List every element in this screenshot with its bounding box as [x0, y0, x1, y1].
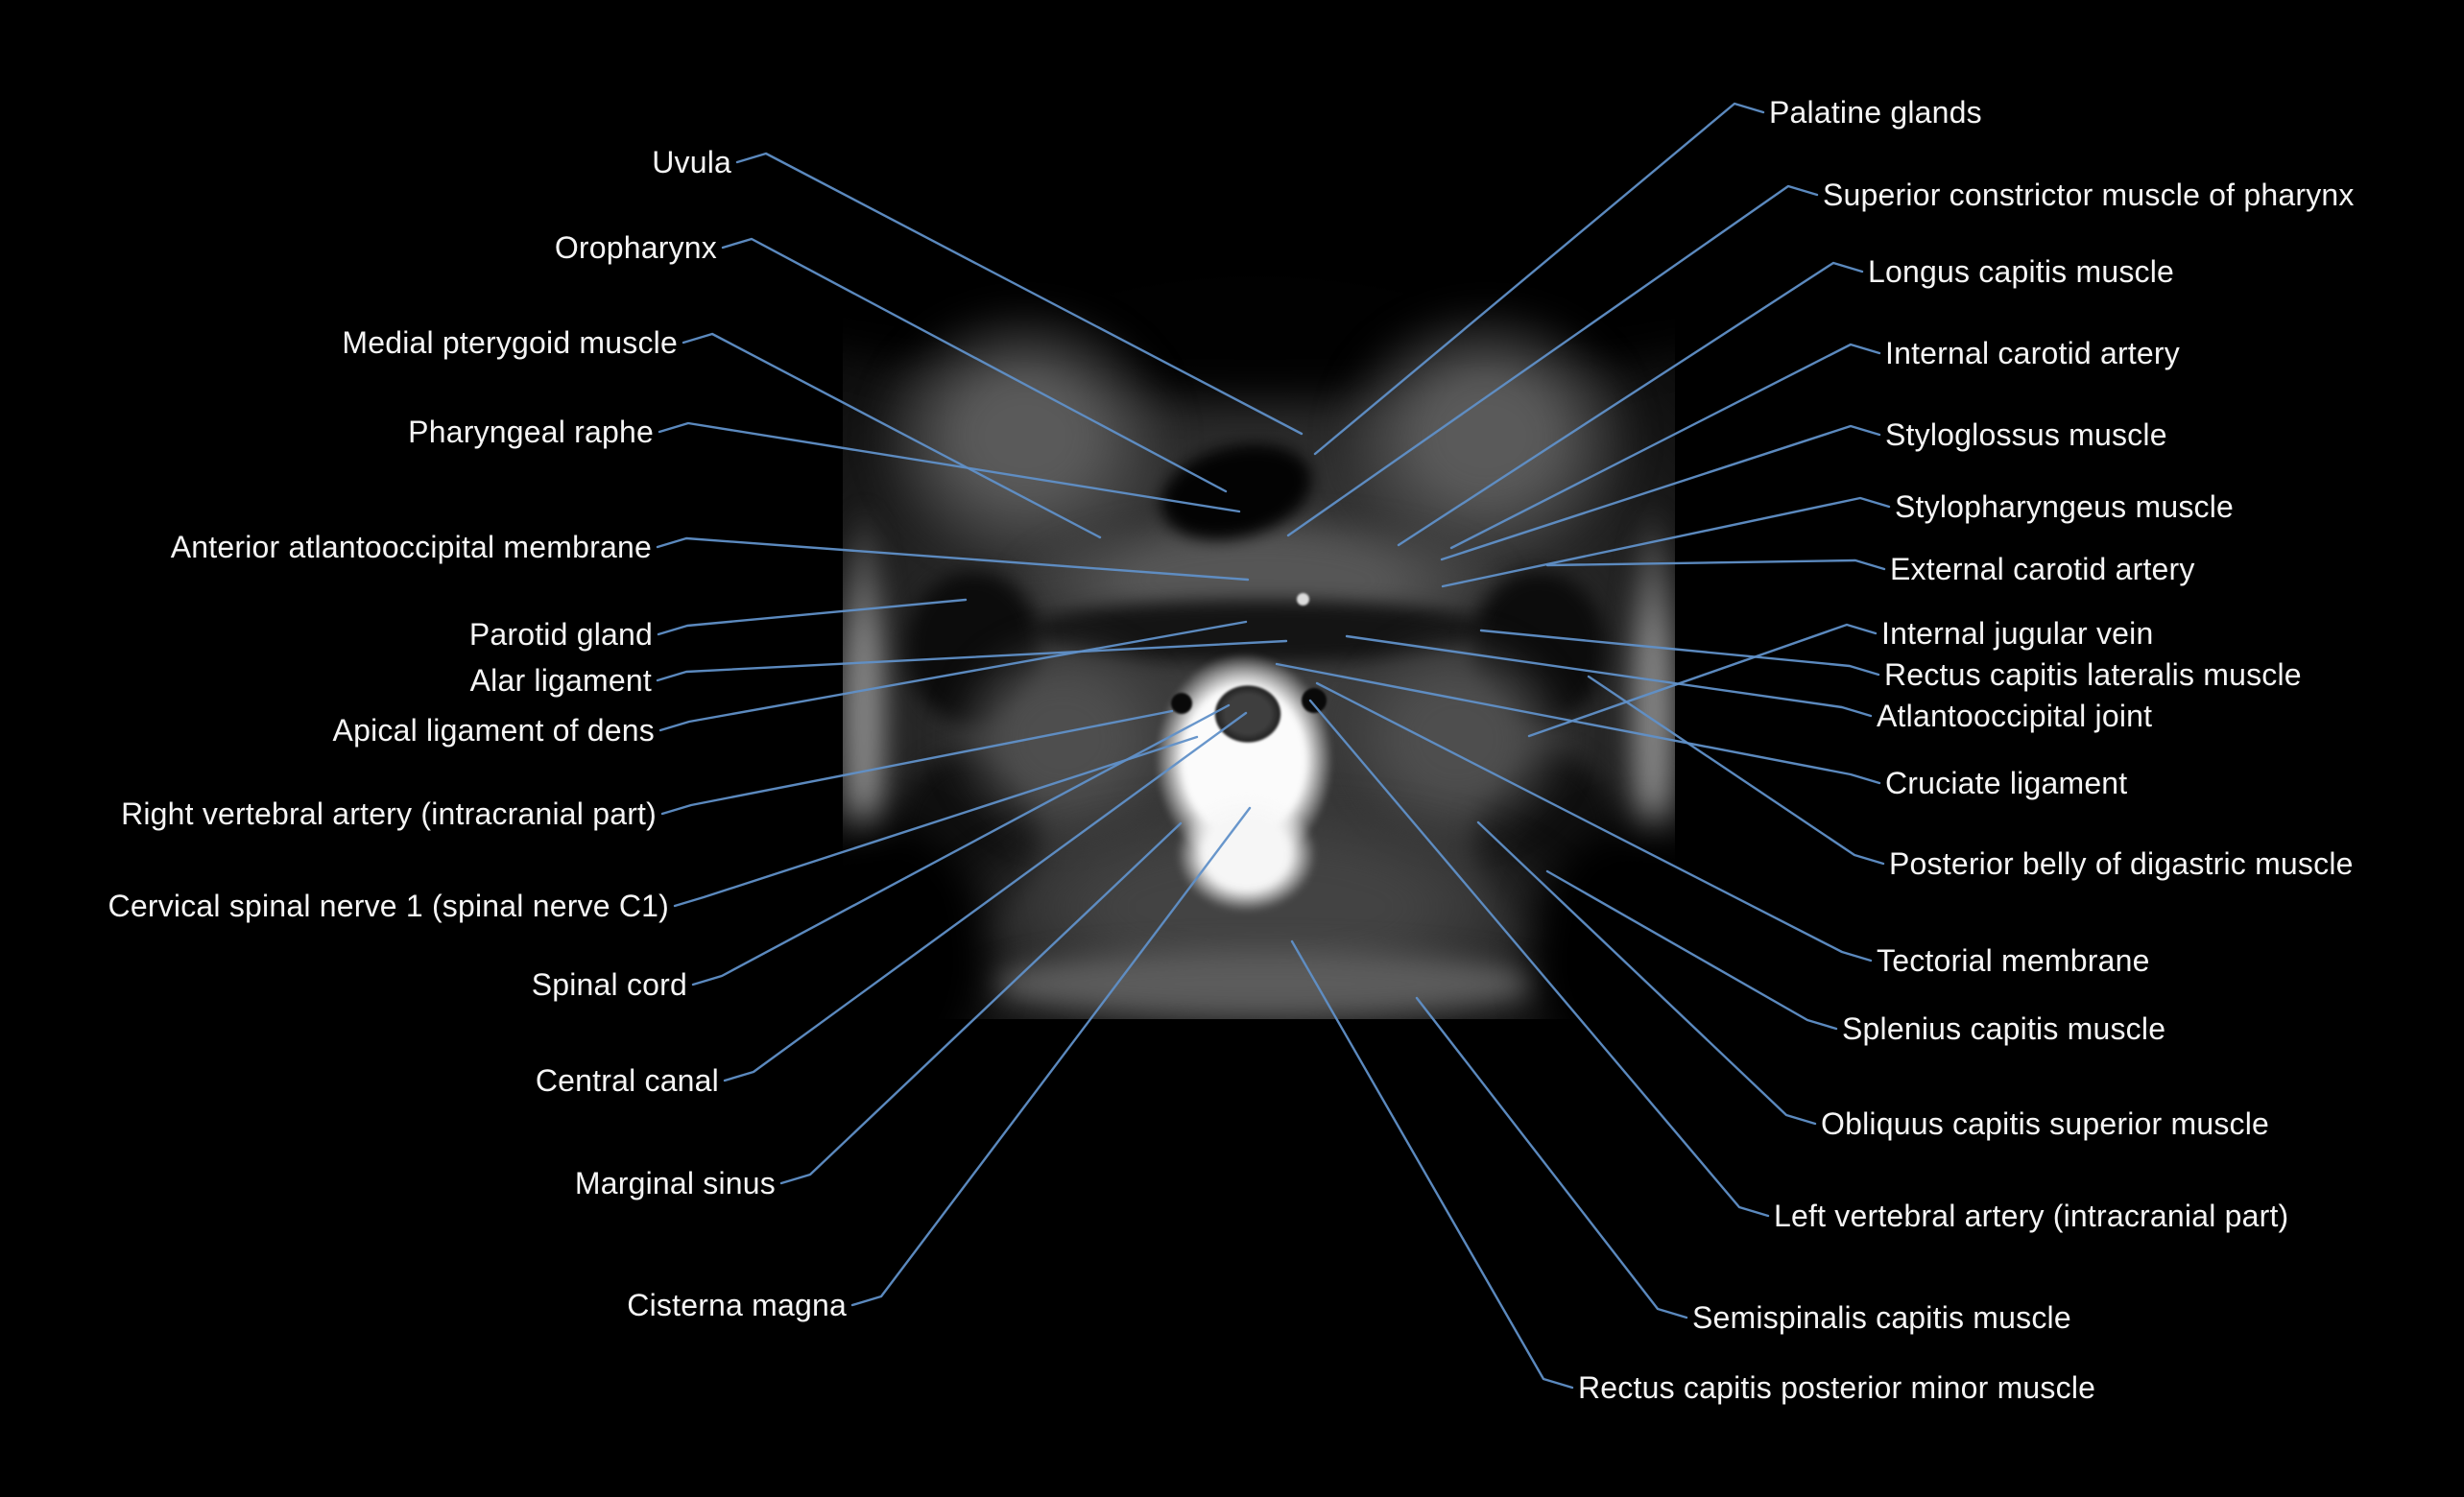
label-longus-capitis-muscle: Longus capitis muscle: [1868, 254, 2175, 289]
label-external-carotid-artery: External carotid artery: [1890, 552, 2195, 586]
mri-spinal-cord: [1205, 677, 1291, 751]
label-obliquus-capitis-superior-muscle: Obliquus capitis superior muscle: [1821, 1106, 2270, 1141]
label-styloglossus-muscle: Styloglossus muscle: [1885, 417, 2167, 452]
label-internal-carotid-artery: Internal carotid artery: [1885, 336, 2180, 370]
mri-bottom-rim: [987, 950, 1543, 1017]
label-anterior-atlantooccipital-membrane: Anterior atlantooccipital membrane: [170, 530, 652, 564]
mri-bright-dot: [1297, 593, 1309, 606]
label-apical-ligament-of-dens: Apical ligament of dens: [332, 713, 655, 748]
label-stylopharyngeus-muscle: Stylopharyngeus muscle: [1895, 489, 2235, 524]
mri-cisterna-magna-bright: [1177, 796, 1316, 912]
mri-left-vertebral-artery-dot: [1302, 688, 1327, 713]
label-cruciate-ligament: Cruciate ligament: [1885, 766, 2128, 800]
label-spinal-cord: Spinal cord: [531, 967, 687, 1002]
label-cisterna-magna: Cisterna magna: [627, 1288, 847, 1322]
label-internal-jugular-vein: Internal jugular vein: [1881, 616, 2154, 651]
label-tectorial-membrane: Tectorial membrane: [1877, 943, 2150, 978]
label-superior-constrictor-muscle-of-pharynx: Superior constrictor muscle of pharynx: [1823, 178, 2355, 212]
label-medial-pterygoid-muscle: Medial pterygoid muscle: [342, 325, 678, 360]
label-pharyngeal-raphe: Pharyngeal raphe: [408, 415, 654, 449]
label-left-vertebral-artery-intracranial-part: Left vertebral artery (intracranial part…: [1774, 1199, 2289, 1233]
label-rectus-capitis-posterior-minor-muscle: Rectus capitis posterior minor muscle: [1578, 1370, 2096, 1405]
label-oropharynx: Oropharynx: [554, 230, 717, 265]
label-posterior-belly-of-digastric-muscle: Posterior belly of digastric muscle: [1889, 846, 2354, 881]
label-splenius-capitis-muscle: Splenius capitis muscle: [1842, 1011, 2166, 1046]
leader-line-semispinalis-capitis-muscle: [1415, 996, 1688, 1319]
label-parotid-gland: Parotid gland: [468, 617, 653, 652]
label-right-vertebral-artery-intracranial-part: Right vertebral artery (intracranial par…: [121, 796, 657, 831]
label-cervical-spinal-nerve-1-spinal-nerve-c1: Cervical spinal nerve 1 (spinal nerve C1…: [108, 889, 669, 923]
label-marginal-sinus: Marginal sinus: [574, 1166, 776, 1200]
label-uvula: Uvula: [652, 145, 731, 179]
label-rectus-capitis-lateralis-muscle: Rectus capitis lateralis muscle: [1884, 657, 2302, 692]
mri-right-vertebral-artery-dot: [1171, 693, 1192, 714]
label-atlantooccipital-joint: Atlantooccipital joint: [1877, 699, 2153, 733]
label-central-canal: Central canal: [535, 1063, 719, 1098]
mri-axial-image: [843, 264, 1675, 1019]
label-semispinalis-capitis-muscle: Semispinalis capitis muscle: [1692, 1300, 2071, 1335]
label-palatine-glands: Palatine glands: [1769, 95, 1982, 130]
label-alar-ligament: Alar ligament: [469, 663, 652, 698]
